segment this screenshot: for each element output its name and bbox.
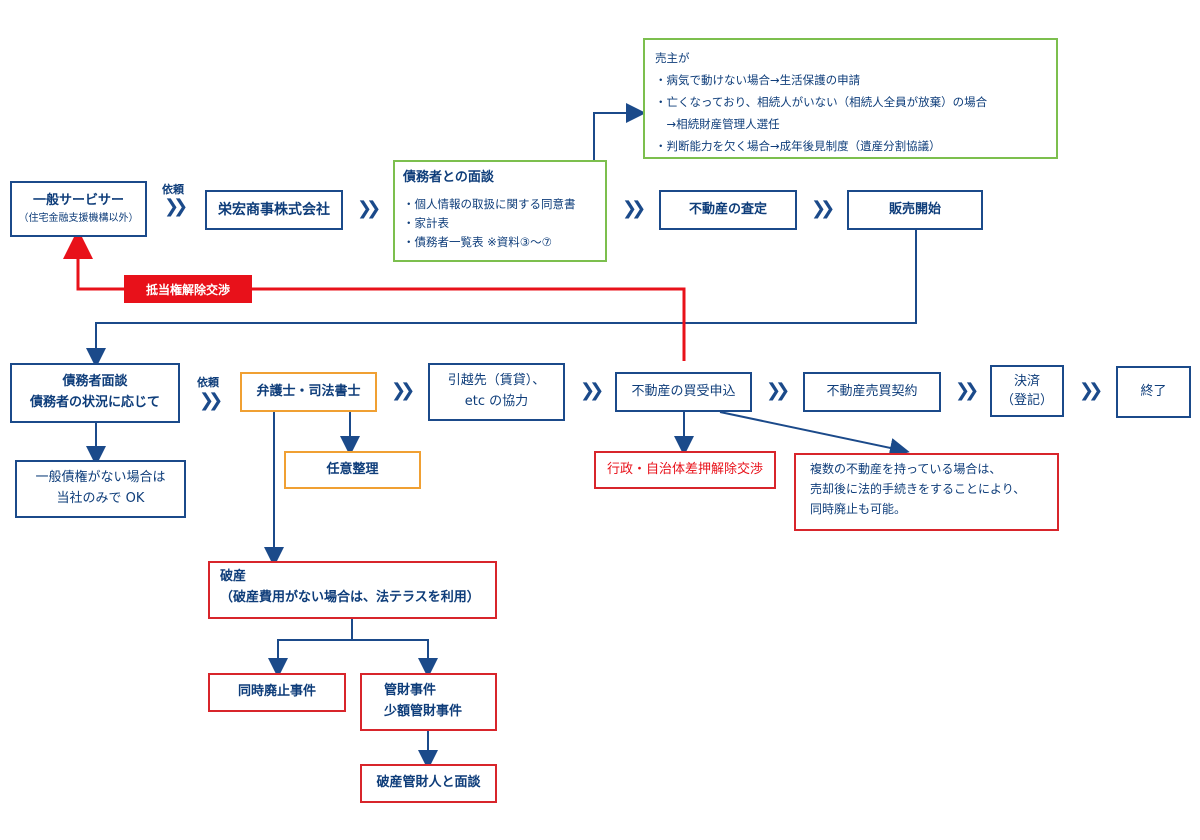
seller-note-item: ・判断能力を欠く場合→成年後見制度（遺産分割協議） [655, 139, 941, 153]
chevron-right-icon: ❯❯ [391, 380, 415, 401]
chevron-right-icon: ❯❯ [357, 198, 381, 219]
tag-mortgage-release: 抵当権解除交渉 [124, 275, 252, 303]
node-sales-contract: 不動産売買契約 [803, 372, 941, 412]
label-request-2: 依頼 [197, 376, 219, 389]
chevron-right-icon: ❯❯ [955, 380, 979, 401]
debtor-interview-item: ・個人情報の取扱に関する同意書 [403, 196, 576, 211]
multiple-property-line2: 売却後に法的手続きをすることにより、 [810, 482, 1026, 496]
chevron-right-icon: ❯❯ [766, 380, 790, 401]
seller-note-item: ・病気で動けない場合→生活保護の申請 [655, 73, 861, 87]
node-trustee-meeting: 破産管財人と面談 [360, 764, 497, 803]
settlement-line2: （登記） [1000, 393, 1053, 408]
bankruptcy-line2: （破産費用がない場合は、法テラスを利用） [220, 589, 480, 605]
node-debtor-meeting: 債務者面談 債務者の状況に応じて [10, 363, 180, 423]
debtor-meeting-line2: 債務者の状況に応じて [29, 395, 160, 410]
chevron-right-icon: ❯❯ [199, 390, 223, 411]
debtor-interview-title: 債務者との面談 [403, 170, 494, 185]
line-bankruptcy-split-right [352, 639, 438, 678]
node-bankruptcy: 破産 （破産費用がない場合は、法テラスを利用） [208, 561, 497, 619]
node-end: 終了 [1116, 366, 1191, 418]
seller-note-item: →相続財産管理人選任 [655, 117, 780, 131]
seller-note-title: 売主が [655, 51, 690, 65]
line-sales-to-meeting [86, 229, 917, 368]
multiple-property-line3: 同時廃止も可能。 [810, 502, 907, 516]
seller-note-item: ・亡くなっており、相続人がいない（相続人全員が放棄）の場合 [655, 95, 988, 109]
label-request-1: 依頼 [162, 183, 184, 196]
node-appraisal: 不動産の査定 [659, 190, 797, 230]
node-settlement: 決済 （登記） [990, 365, 1064, 417]
node-multiple-property: 複数の不動産を持っている場合は、 売却後に法的手続きをすることにより、 同時廃止… [794, 453, 1059, 531]
chevron-right-icon: ❯❯ [811, 198, 835, 219]
node-relocation: 引越先（賃貸）、 etc の協力 [428, 363, 565, 421]
node-simultaneous: 同時廃止事件 [208, 673, 346, 712]
no-general-debt-line2: 当社のみで OK [56, 491, 145, 506]
line-offer-to-multiple [719, 411, 910, 458]
debtor-interview-item: ・家計表 [403, 215, 449, 230]
node-sales-start: 販売開始 [847, 190, 983, 230]
node-debtor-interview: 債務者との面談 ・個人情報の取扱に関する同意書 ・家計表 ・債務者一覧表 ※資料… [393, 160, 607, 262]
relocation-line2: etc の協力 [464, 394, 529, 409]
settlement-line1: 決済 [1013, 373, 1040, 389]
line-bankruptcy-split [268, 619, 353, 678]
node-trustee-case: 管財事件 少額管財事件 [360, 673, 497, 731]
bankruptcy-line1: 破産 [220, 569, 247, 584]
debtor-meeting-line1: 債務者面談 [62, 374, 128, 390]
node-general-servicer: 一般サービサー （住宅金融支援機構以外） [10, 181, 147, 237]
node-voluntary: 任意整理 [284, 451, 421, 489]
chevron-right-icon: ❯❯ [622, 198, 646, 219]
chevron-right-icon: ❯❯ [164, 196, 188, 217]
line-interview-to-note [593, 103, 646, 160]
multiple-property-line1: 複数の不動産を持っている場合は、 [810, 462, 1002, 476]
node-no-general-debt: 一般債権がない場合は 当社のみで OK [15, 460, 186, 518]
debtor-interview-item: ・債務者一覧表 ※資料③〜⑦ [403, 234, 552, 249]
no-general-debt-line1: 一般債権がない場合は [35, 470, 166, 486]
general-servicer-title: 一般サービサー [32, 192, 124, 208]
trustee-case-line2: 少額管財事件 [384, 704, 463, 719]
node-gov-release: 行政・自治体差押解除交渉 [594, 451, 776, 489]
chevron-right-icon: ❯❯ [1079, 380, 1103, 401]
node-eiko: 栄宏商事株式会社 [205, 190, 343, 230]
line-mortgage-release [63, 229, 686, 361]
node-lawyer: 弁護士・司法書士 [240, 372, 377, 412]
node-purchase-offer: 不動産の買受申込 [615, 372, 752, 412]
trustee-case-line1: 管財事件 [384, 683, 437, 699]
chevron-right-icon: ❯❯ [580, 380, 604, 401]
relocation-line1: 引越先（賃貸）、 [447, 373, 546, 389]
node-seller-note: 売主が ・病気で動けない場合→生活保護の申請 ・亡くなっており、相続人がいない（… [643, 38, 1058, 159]
general-servicer-sub: （住宅金融支援機構以外） [18, 213, 139, 225]
